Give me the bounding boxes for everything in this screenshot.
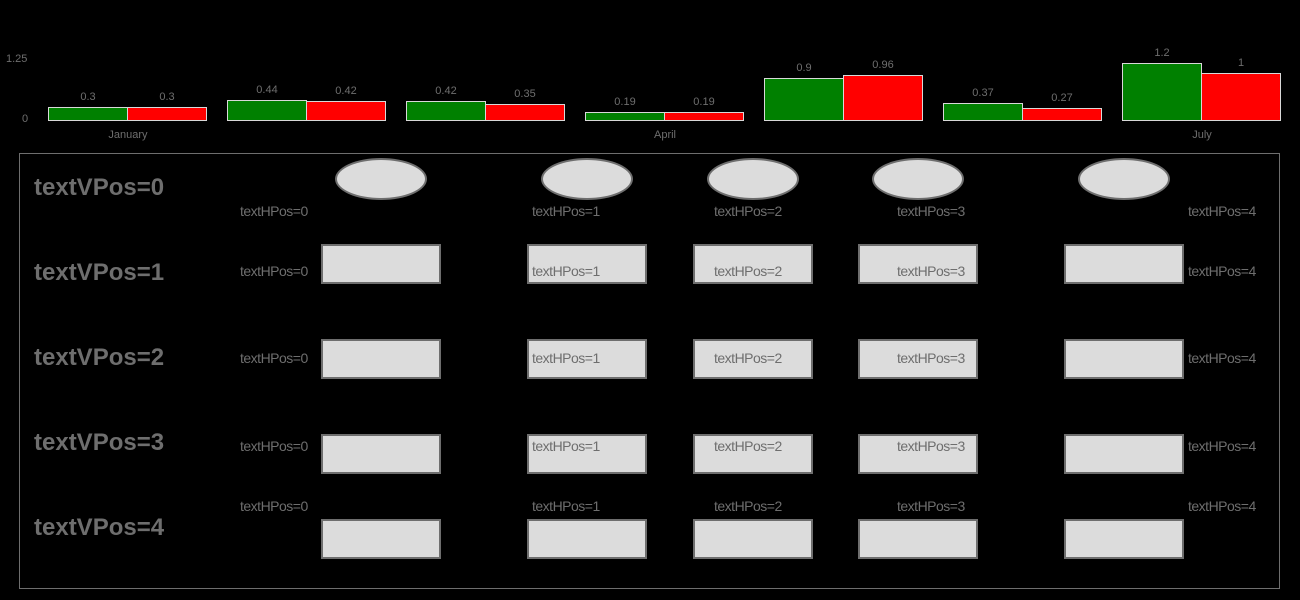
y-tick-max: 1.25 <box>6 53 28 65</box>
ellipse-shape <box>335 158 427 200</box>
hpos-label-4-2: textHPos=2 <box>714 498 782 514</box>
bar-value-label: 0.27 <box>1051 92 1073 104</box>
bar-june-series2 <box>1022 108 1102 121</box>
bar-value-label: 0.44 <box>256 84 278 96</box>
hpos-label-2-3: textHPos=3 <box>897 350 965 366</box>
bar-value-label: 0.3 <box>159 91 175 103</box>
hpos-label-3-2: textHPos=2 <box>714 438 782 454</box>
rectangle-shape <box>858 339 978 379</box>
rectangle-shape <box>1064 519 1184 559</box>
bar-value-label: 0.3 <box>80 91 96 103</box>
hpos-label-1-3: textHPos=3 <box>897 263 965 279</box>
row-label-textvpos-2: textVPos=2 <box>34 344 165 371</box>
bar-value-label: 1.2 <box>1154 47 1170 59</box>
ellipse-shape <box>707 158 799 200</box>
bar-value-label: 1 <box>1237 57 1245 69</box>
x-axis-label-july: July <box>1192 129 1212 141</box>
bar-value-label: 0.19 <box>614 96 636 108</box>
row-label-textvpos-1: textVPos=1 <box>34 259 165 286</box>
rectangle-shape <box>321 519 441 559</box>
bar-july-series2 <box>1201 73 1281 121</box>
bar-april-series2 <box>664 112 744 121</box>
hpos-label-0-1: textHPos=1 <box>532 203 600 219</box>
bar-value-label: 0.35 <box>514 88 536 100</box>
bar-january-series2 <box>127 107 207 121</box>
hpos-label-2-1: textHPos=1 <box>532 350 600 366</box>
rectangle-shape <box>527 519 647 559</box>
rectangle-shape <box>321 434 441 474</box>
hpos-label-3-0: textHPos=0 <box>240 438 308 454</box>
hpos-label-3-3: textHPos=3 <box>897 438 965 454</box>
hpos-label-3-4: textHPos=4 <box>1188 438 1256 454</box>
rectangle-shape <box>858 244 978 284</box>
bar-march-series1 <box>406 101 486 121</box>
rectangle-shape <box>527 339 647 379</box>
hpos-label-4-4: textHPos=4 <box>1188 498 1256 514</box>
rectangle-shape <box>693 519 813 559</box>
ellipse-shape <box>1078 158 1170 200</box>
hpos-label-0-2: textHPos=2 <box>714 203 782 219</box>
hpos-label-1-0: textHPos=0 <box>240 263 308 279</box>
bar-april-series1 <box>585 112 665 121</box>
rectangle-shape <box>1064 339 1184 379</box>
rectangle-shape <box>858 434 978 474</box>
rectangle-shape <box>527 434 647 474</box>
hpos-label-4-3: textHPos=3 <box>897 498 965 514</box>
bar-july-series1 <box>1122 63 1202 121</box>
rectangle-shape <box>858 519 978 559</box>
rectangle-shape <box>527 244 647 284</box>
bar-march-series2 <box>485 104 565 121</box>
bar-january-series1 <box>48 107 128 121</box>
bar-value-label: 0.9 <box>796 62 812 74</box>
ellipse-shape <box>872 158 964 200</box>
hpos-label-1-4: textHPos=4 <box>1188 263 1256 279</box>
bar-may-series2 <box>843 75 923 121</box>
bar-may-series1 <box>764 78 844 121</box>
bar-value-label: 0.42 <box>335 85 357 97</box>
hpos-label-3-1: textHPos=1 <box>532 438 600 454</box>
x-axis-label-april: April <box>653 129 676 141</box>
hpos-label-0-0: textHPos=0 <box>240 203 308 219</box>
rectangle-shape <box>1064 244 1184 284</box>
bar-value-label: 0.96 <box>872 59 894 71</box>
bar-value-label: 0.42 <box>435 85 457 97</box>
rectangle-shape <box>693 244 813 284</box>
hpos-label-2-0: textHPos=0 <box>240 350 308 366</box>
rectangle-shape <box>693 434 813 474</box>
hpos-label-1-2: textHPos=2 <box>714 263 782 279</box>
hpos-label-2-4: textHPos=4 <box>1188 350 1256 366</box>
bar-february-series1 <box>227 100 307 121</box>
bar-value-label: 0.19 <box>693 96 715 108</box>
rectangle-shape <box>693 339 813 379</box>
row-label-textvpos-0: textVPos=0 <box>34 174 165 201</box>
row-label-textvpos-3: textVPos=3 <box>34 429 165 456</box>
hpos-label-0-4: textHPos=4 <box>1188 203 1256 219</box>
ellipse-shape <box>541 158 633 200</box>
y-tick-zero: 0 <box>22 113 29 125</box>
hpos-label-0-3: textHPos=3 <box>897 203 965 219</box>
text-position-panel <box>19 153 1280 589</box>
rectangle-shape <box>1064 434 1184 474</box>
hpos-label-1-1: textHPos=1 <box>532 263 600 279</box>
bar-february-series2 <box>306 101 386 121</box>
hpos-label-2-2: textHPos=2 <box>714 350 782 366</box>
bar-value-label: 0.37 <box>972 87 994 99</box>
hpos-label-4-0: textHPos=0 <box>240 498 308 514</box>
rectangle-shape <box>321 339 441 379</box>
hpos-label-4-1: textHPos=1 <box>532 498 600 514</box>
bar-june-series1 <box>943 103 1023 121</box>
row-label-textvpos-4: textVPos=4 <box>34 514 165 541</box>
rectangle-shape <box>321 244 441 284</box>
x-axis-label-january: January <box>108 129 148 141</box>
